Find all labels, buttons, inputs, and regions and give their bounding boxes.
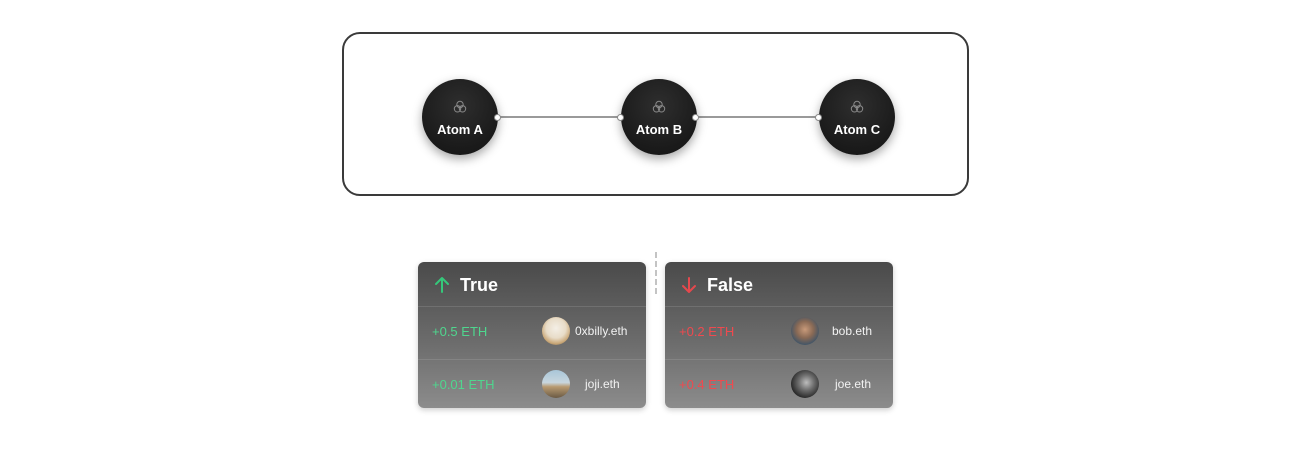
node-atom-c[interactable]: Atom C <box>819 79 895 155</box>
user-name[interactable]: 0xbilly.eth <box>575 324 628 338</box>
card-title: True <box>460 275 499 295</box>
atom-icon <box>453 100 467 113</box>
amount-value: +0.2 ETH <box>679 324 735 339</box>
avatar <box>542 317 570 345</box>
card-false: False +0.2 ETH bob.eth +0.4 ETH joe.eth <box>665 262 893 408</box>
list-item[interactable]: +0.5 ETH 0xbilly.eth <box>418 307 646 360</box>
card-header: True <box>418 262 646 307</box>
user-name[interactable]: joji.eth <box>585 377 620 391</box>
atom-icon <box>850 100 864 113</box>
user-name[interactable]: bob.eth <box>832 324 873 338</box>
node-atom-b[interactable]: Atom B <box>621 79 697 155</box>
arrow-up-icon <box>435 277 449 293</box>
edge-port <box>617 114 624 121</box>
avatar <box>542 370 570 398</box>
list-item[interactable]: +0.01 ETH joji.eth <box>418 360 646 408</box>
dashed-divider <box>655 252 657 294</box>
amount-value: +0.4 ETH <box>679 377 735 392</box>
amount-value: +0.5 ETH <box>432 324 488 339</box>
node-label: Atom A <box>437 122 483 137</box>
list-item[interactable]: +0.4 ETH joe.eth <box>665 360 893 408</box>
card-header: False <box>665 262 893 307</box>
avatar <box>791 317 819 345</box>
node-label: Atom C <box>833 122 881 137</box>
arrow-down-icon <box>682 277 696 293</box>
edge-b-c <box>696 116 820 118</box>
node-label: Atom B <box>635 122 683 137</box>
edge-port <box>692 114 699 121</box>
user-name[interactable]: joe.eth <box>835 377 872 391</box>
atom-icon <box>652 100 666 113</box>
graph-frame <box>342 32 969 196</box>
edge-port <box>494 114 501 121</box>
edge-a-b <box>498 116 622 118</box>
card-true: True +0.5 ETH 0xbilly.eth +0.01 ETH joji… <box>418 262 646 408</box>
edge-port <box>815 114 822 121</box>
amount-value: +0.01 ETH <box>432 377 495 392</box>
node-atom-a[interactable]: Atom A <box>422 79 498 155</box>
card-title: False <box>707 275 754 295</box>
list-item[interactable]: +0.2 ETH bob.eth <box>665 307 893 360</box>
avatar <box>791 370 819 398</box>
